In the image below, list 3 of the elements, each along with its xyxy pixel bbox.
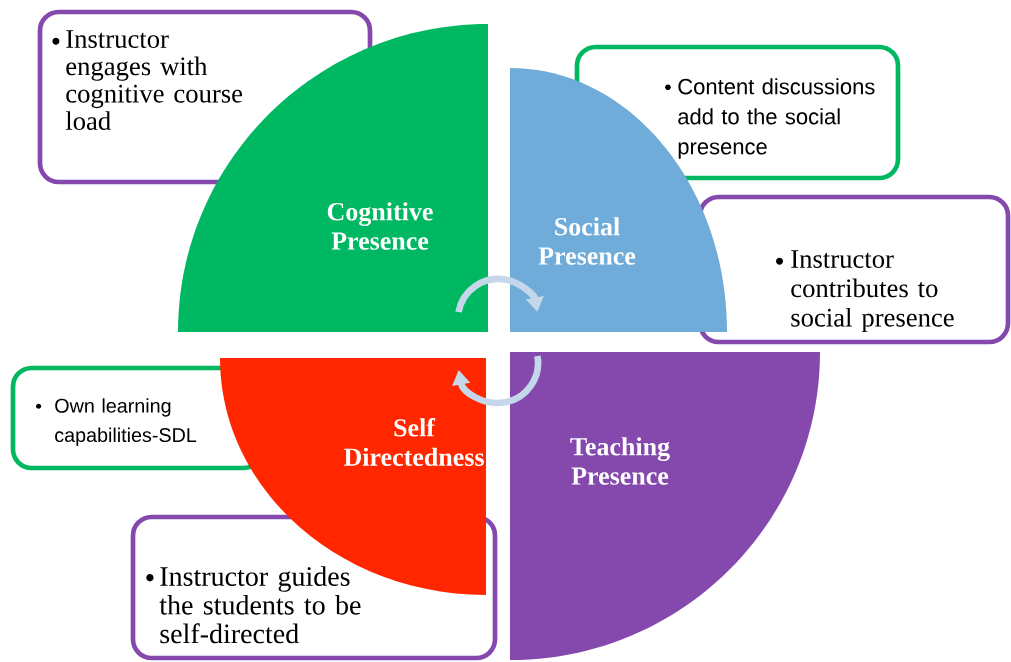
quadrant-sector: Teaching Presence <box>510 352 820 660</box>
callout-box: Instructor contributes to social presence <box>697 194 1011 345</box>
curved-arrow <box>455 275 544 313</box>
